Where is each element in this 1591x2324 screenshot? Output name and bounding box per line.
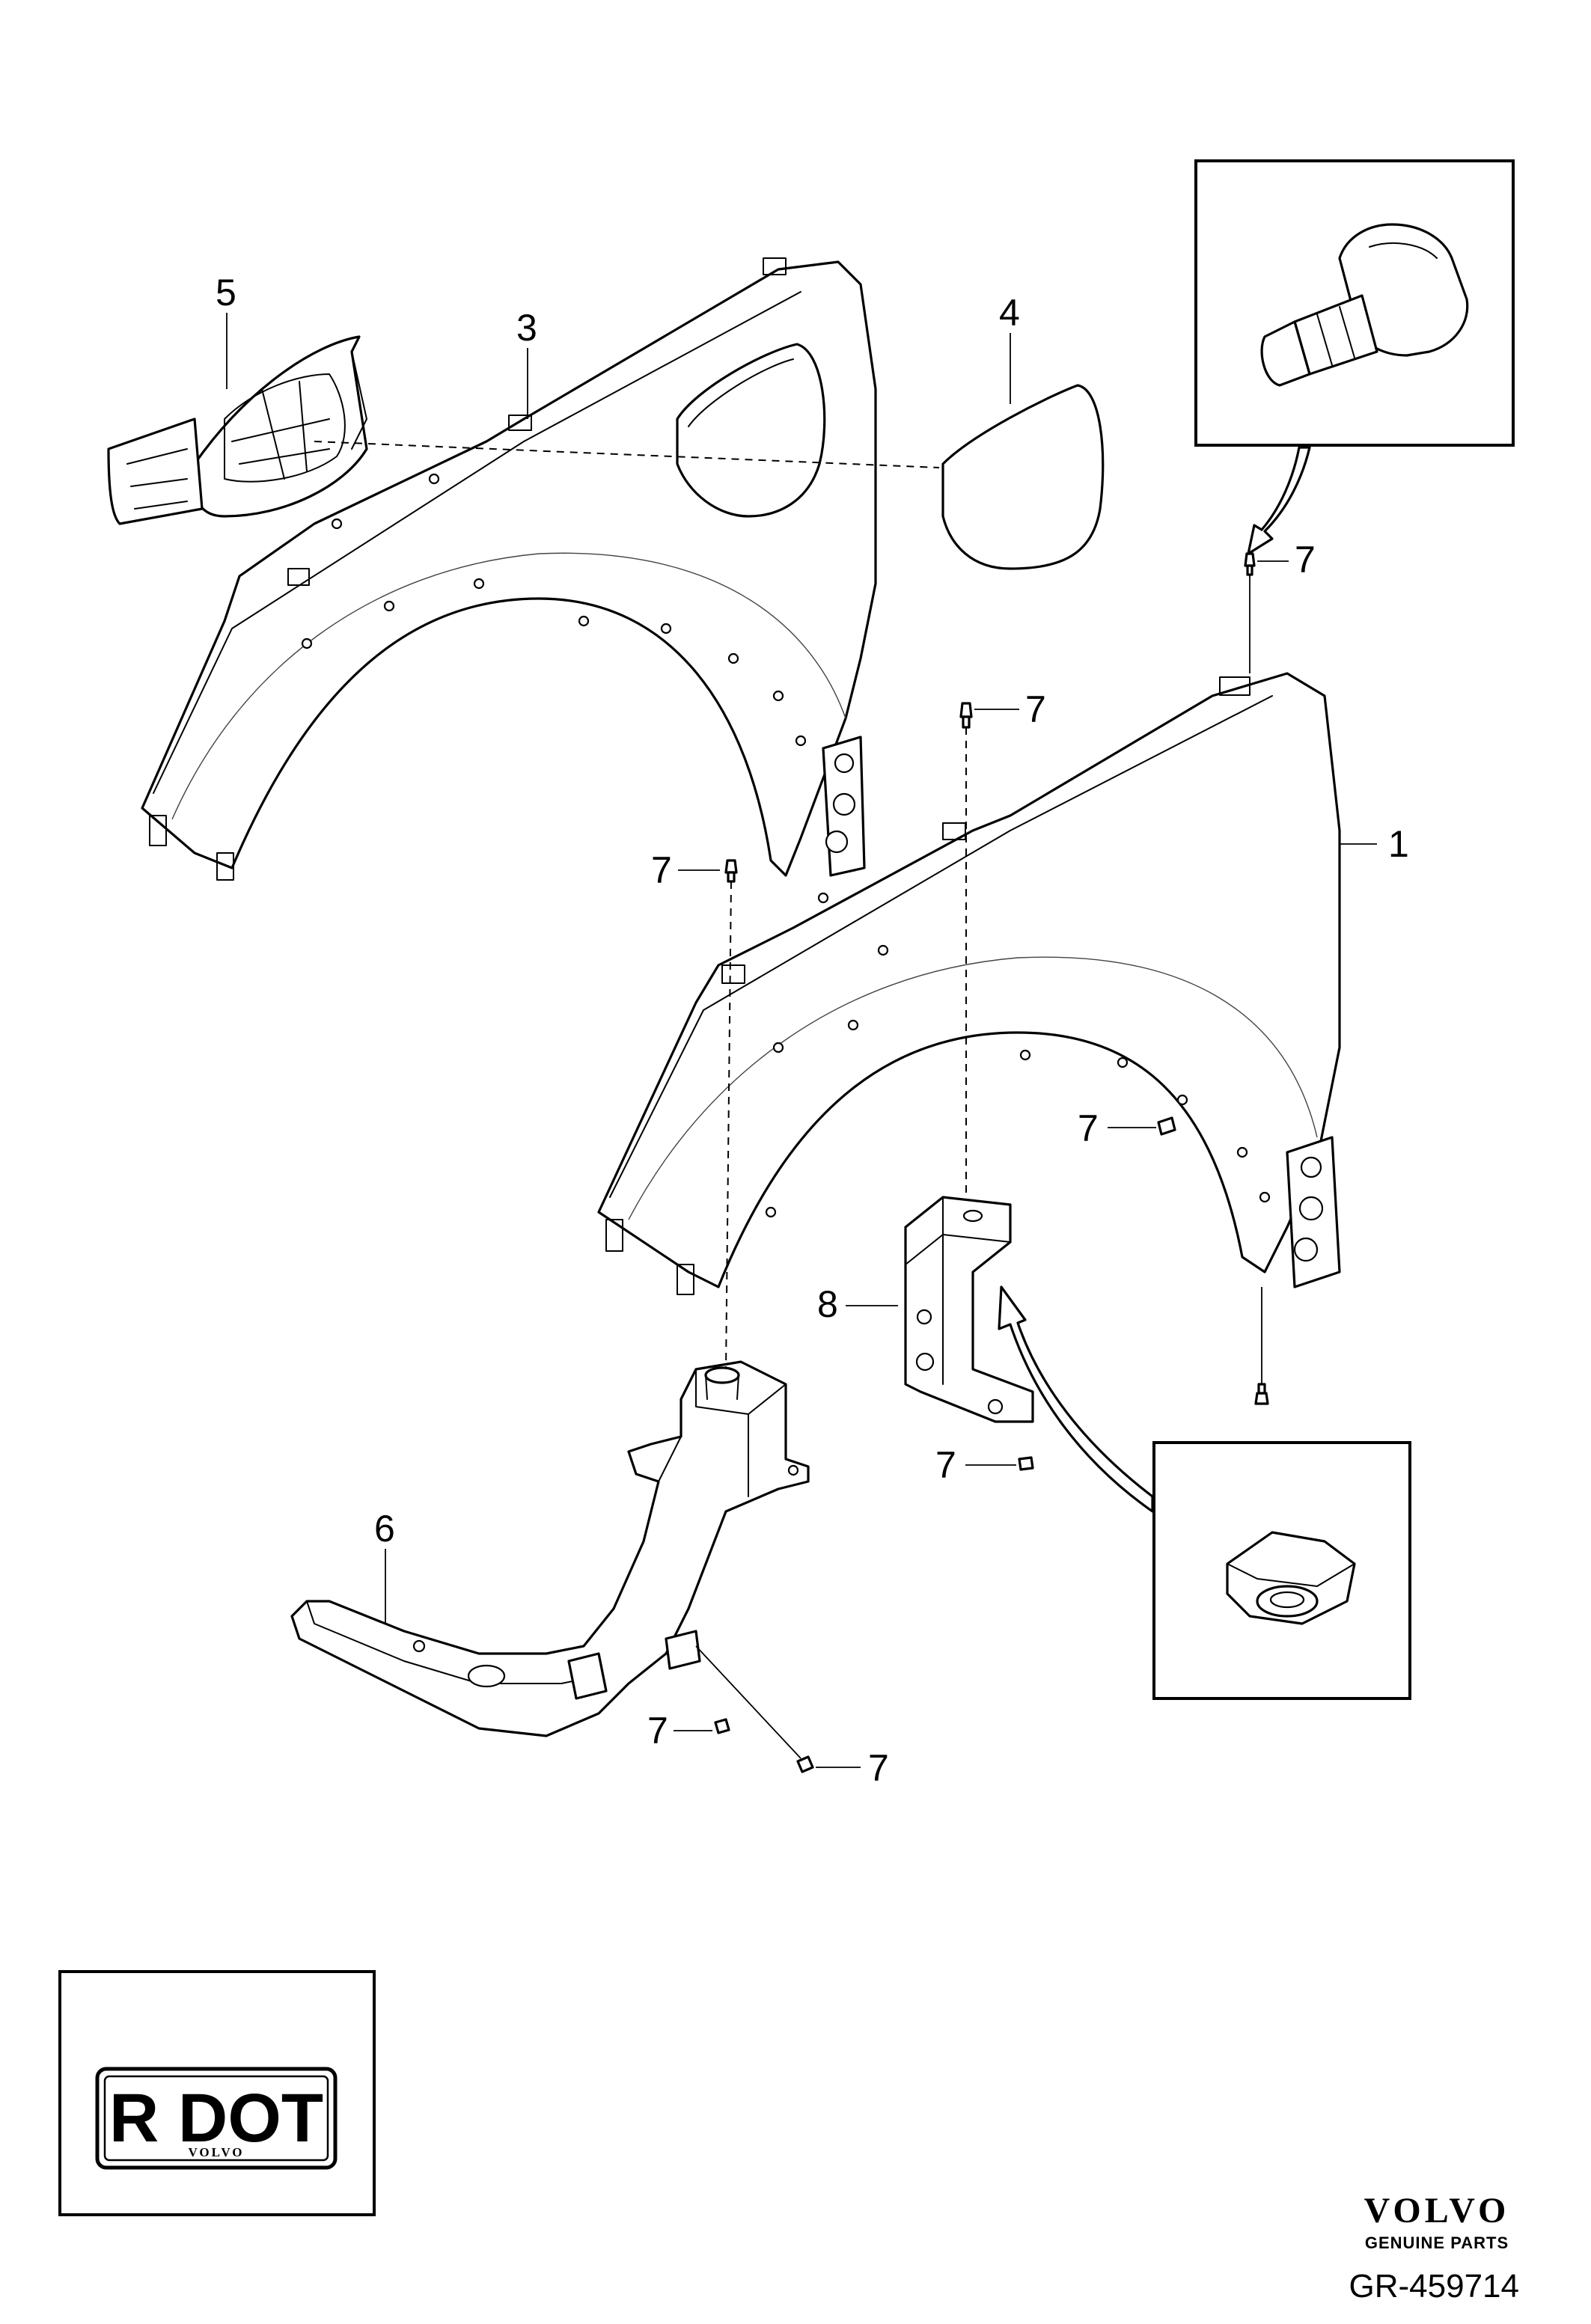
detail-box-bolt [1194, 159, 1515, 447]
callout-6: 6 [374, 1508, 395, 1550]
callout-5: 5 [216, 272, 236, 314]
callout-7-bottom-b: 7 [868, 1747, 889, 1789]
badge-sub-text: VOLVO [188, 2145, 244, 2159]
bolt-icon [1254, 1383, 1269, 1405]
reinforcement-part-6 [290, 1360, 810, 1737]
brand-subtitle: GENUINE PARTS [1365, 2233, 1509, 2252]
callout-7-left: 7 [651, 849, 672, 891]
fuel-filler-housing-part-5 [107, 335, 368, 525]
brand-logo-text: VOLVO [1364, 2191, 1510, 2230]
callout-8: 8 [817, 1283, 838, 1325]
fender-upper-part-3 [141, 257, 877, 881]
bolt-icon [1018, 1456, 1034, 1471]
drawing-reference: GR-459714 [1349, 2268, 1519, 2305]
curved-arrow-icon [1247, 446, 1311, 555]
callout-4: 4 [999, 292, 1020, 334]
badge-main-text: R DOT [109, 2080, 323, 2156]
bolt-icon [724, 859, 738, 883]
r-dot-label-plate: R DOT VOLVO [95, 2067, 338, 2170]
bolt-icon [1244, 552, 1256, 576]
callout-7-mid: 7 [1025, 688, 1046, 730]
callout-7-bracket: 7 [935, 1444, 956, 1486]
fuel-flap-part-4 [941, 384, 1105, 570]
assembly-line-5-4 [314, 441, 940, 468]
callout-1: 1 [1388, 823, 1409, 865]
bracket-part-8 [904, 1196, 1034, 1423]
bolt-icon [714, 1718, 730, 1734]
callout-7-top: 7 [1295, 539, 1316, 581]
fender-lower-part-1 [597, 672, 1341, 1295]
bolt-icon [796, 1755, 814, 1773]
bolt-icon [1157, 1116, 1176, 1136]
callout-3: 3 [516, 307, 537, 349]
curved-arrow-icon [998, 1285, 1154, 1513]
callout-7-bottom-a: 7 [647, 1710, 668, 1752]
detail-box-badge: R DOT VOLVO [58, 1970, 376, 2216]
detail-box-clip-nut [1152, 1441, 1411, 1700]
callout-7-arch: 7 [1078, 1107, 1099, 1149]
clip-nut-icon [1226, 1531, 1356, 1625]
bolt-icon [959, 702, 973, 729]
bolt-detail-icon [1260, 223, 1469, 387]
assembly-line-bolt-6 [695, 1645, 801, 1759]
assembly-line-bolt-reinforcement [725, 881, 732, 1370]
